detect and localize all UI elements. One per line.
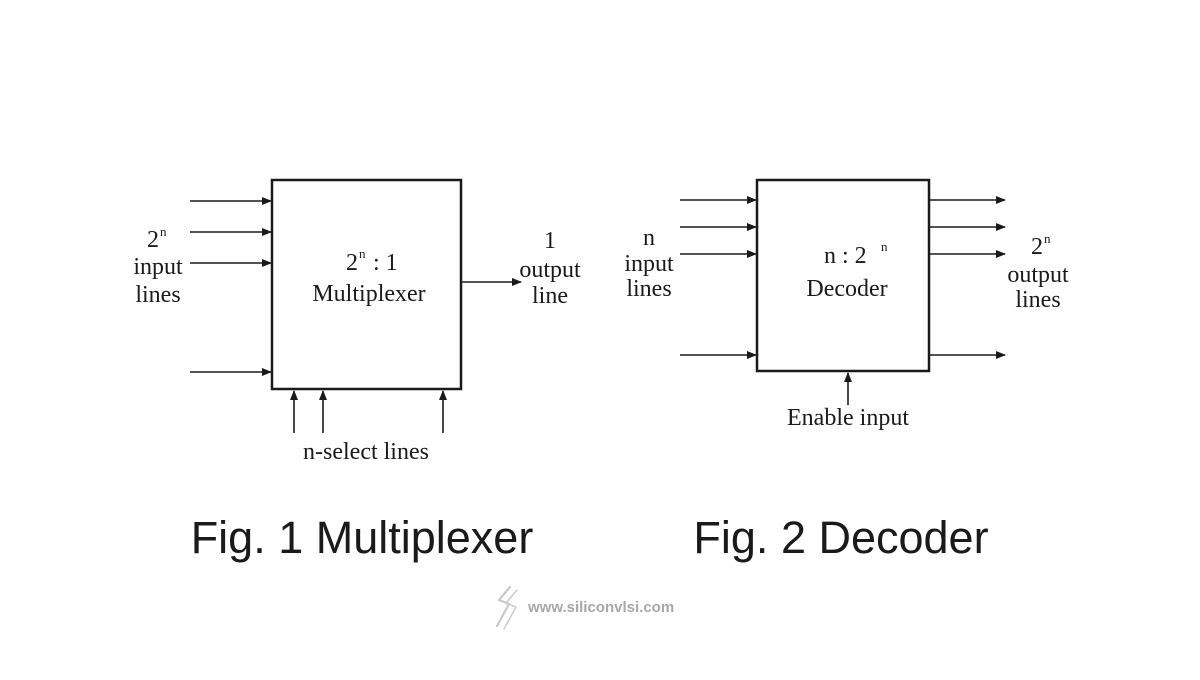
mux-block-name: Multiplexer <box>312 281 425 307</box>
dec-input-word: input <box>624 251 674 277</box>
mux-input-word: input <box>133 254 183 280</box>
dec-output-lines-word: lines <box>1015 287 1060 313</box>
dec-output-power-exp: n <box>1044 231 1051 246</box>
mux-ratio-base: 2 <box>346 250 358 276</box>
mux-ratio-exp: n <box>359 246 366 261</box>
fig2-caption: Fig. 2 Decoder <box>693 512 988 563</box>
dec-output-power-base: 2 <box>1031 234 1043 260</box>
watermark: www.siliconvlsi.com <box>495 585 674 630</box>
decoder-diagram: n input lines n : 2 n Decoder 2 n output… <box>624 178 1069 563</box>
dec-enable-label: Enable input <box>787 405 909 431</box>
multiplexer-block <box>270 178 463 391</box>
multiplexer-diagram: 2 n input lines 2 n : 1 Multiplexer 1 ou… <box>133 178 581 563</box>
watermark-text: www.siliconvlsi.com <box>527 599 674 616</box>
dec-input-count: n <box>643 225 655 251</box>
dec-ratio-exp: n <box>881 239 888 254</box>
dec-block-name: Decoder <box>806 276 887 302</box>
silicon-vlsi-logo-icon <box>495 585 518 630</box>
mux-input-power-exp: n <box>160 224 167 239</box>
decoder-block <box>755 178 931 373</box>
mux-select-label: n-select lines <box>303 439 429 465</box>
mux-output-word: output <box>519 257 581 283</box>
mux-ratio-rest: : 1 <box>367 250 398 276</box>
dec-output-word: output <box>1007 262 1069 288</box>
dec-lines-word: lines <box>626 276 671 302</box>
mux-output-count: 1 <box>544 228 556 254</box>
mux-lines-word: lines <box>135 282 180 308</box>
mux-input-power-base: 2 <box>147 227 159 253</box>
dec-ratio-prefix: n : 2 <box>824 243 867 269</box>
mux-output-line-word: line <box>532 283 568 309</box>
fig1-caption: Fig. 1 Multiplexer <box>191 512 534 563</box>
